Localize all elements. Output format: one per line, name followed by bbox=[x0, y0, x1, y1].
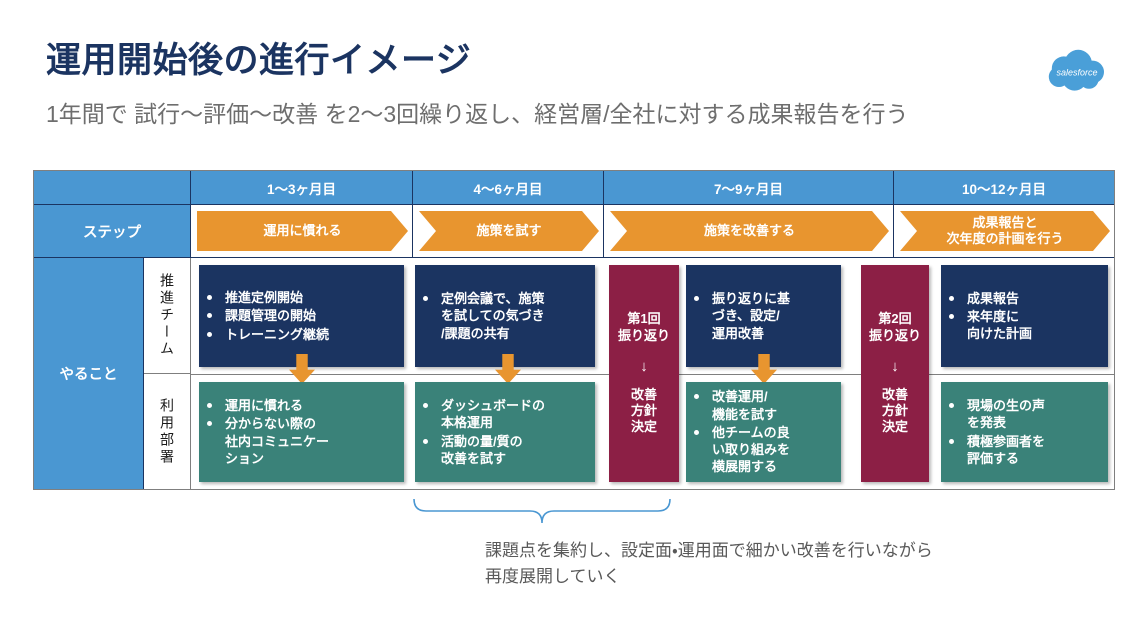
cards-grid: 推進定例開始 課題管理の開始 トレーニング継続 定例会議で、施策 を試しての気づ… bbox=[191, 258, 1114, 489]
list-item: 分からない際の 社内コミュニケー ション bbox=[206, 416, 330, 466]
step-cell-1: 運用に慣れる bbox=[191, 205, 413, 257]
list-item: 他チームの良 い取り組みを 横展開する bbox=[693, 424, 791, 475]
period-header-3: 7〜9ヶ月目 bbox=[604, 171, 894, 204]
down-arrow-icon: ↓ bbox=[891, 357, 899, 375]
team-card-1: 推進定例開始 課題管理の開始 トレーニング継続 bbox=[199, 265, 404, 367]
list-item: トレーニング継続 bbox=[206, 326, 330, 342]
side-label-dept: 利用部署 bbox=[144, 374, 190, 489]
dept-card-3-bullets: 改善運用/ 機能を試す 他チームの良 い取り組みを 横展開する bbox=[686, 387, 796, 476]
dept-card-2: ダッシュボードの 本格運用 活動の量/質の 改善を試す bbox=[415, 382, 595, 482]
step-row: ステップ 運用に慣れる 施策を試す 施策を改善する 成果報告と 次年度の計画を行… bbox=[34, 204, 1114, 258]
period-header-2: 4〜6ヶ月目 bbox=[413, 171, 604, 204]
list-item: 定例会議で、施策 を試しての気づき /課題の共有 bbox=[423, 291, 545, 341]
team-card-4: 成果報告 来年度に 向けた計画 bbox=[941, 265, 1108, 367]
tasks-row-label: やること bbox=[34, 258, 144, 489]
header-corner-blank bbox=[34, 171, 191, 204]
list-item: 来年度に 向けた計画 bbox=[948, 308, 1033, 342]
list-item: ダッシュボードの 本格運用 bbox=[422, 397, 546, 431]
down-arrow-icon: ↓ bbox=[640, 357, 648, 375]
review-1-result: 改善 方針 決定 bbox=[630, 386, 657, 435]
step-cell-4: 成果報告と 次年度の計画を行う bbox=[894, 205, 1114, 257]
dept-card-1: 運用に慣れる 分からない際の 社内コミュニケー ション bbox=[199, 382, 404, 482]
tasks-row: やること 推進チーム 利用部署 推進定例開始 課題管理の開始 トレーニング継続 … bbox=[34, 258, 1114, 489]
team-card-2: 定例会議で、施策 を試しての気づき /課題の共有 bbox=[415, 265, 595, 367]
step-chevron-1: 運用に慣れる bbox=[197, 211, 408, 251]
review-card-2: 第2回 振り返り ↓ 改善 方針 決定 bbox=[861, 265, 929, 482]
list-item: 振り返りに基 づき、設定/ 運用改善 bbox=[693, 291, 791, 341]
dept-card-3: 改善運用/ 機能を試す 他チームの良 い取り組みを 横展開する bbox=[686, 382, 841, 482]
step-cell-3: 施策を改善する bbox=[604, 205, 894, 257]
salesforce-cloud-logo: salesforce bbox=[1041, 48, 1113, 96]
period-header-1: 1〜3ヶ月目 bbox=[191, 171, 413, 204]
review-2-title: 第2回 振り返り bbox=[868, 311, 921, 343]
list-item: 運用に慣れる bbox=[206, 397, 329, 414]
dept-card-2-bullets: ダッシュボードの 本格運用 活動の量/質の 改善を試す bbox=[415, 396, 551, 468]
period-header-row: 1〜3ヶ月目 4〜6ヶ月目 7〜9ヶ月目 10〜12ヶ月目 bbox=[34, 171, 1114, 204]
page-subtitle: 1年間で 試行〜評価〜改善 を2〜3回繰り返し、経営層/全社に対する成果報告を行… bbox=[46, 101, 909, 127]
salesforce-wordmark: salesforce bbox=[1056, 68, 1097, 78]
review-2-result: 改善 方針 決定 bbox=[881, 386, 908, 435]
team-card-3-bullets: 振り返りに基 づき、設定/ 運用改善 bbox=[686, 289, 796, 343]
side-label-column: 推進チーム 利用部署 bbox=[144, 258, 191, 489]
review-1-title: 第1回 振り返り bbox=[617, 311, 670, 343]
side-label-team: 推進チーム bbox=[144, 258, 190, 374]
footer-caption: 課題点を集約し、設定面・運用面で細かい改善を行いながら 再度展開していく bbox=[485, 541, 933, 587]
dept-card-4: 現場の生の声 を発表 積極参画者を 評価する bbox=[941, 382, 1108, 482]
list-item: 課題管理の開始 bbox=[206, 307, 329, 324]
period-header-4: 10〜12ヶ月目 bbox=[894, 171, 1114, 204]
list-item: 現場の生の声 を発表 bbox=[948, 397, 1046, 431]
review-card-1: 第1回 振り返り ↓ 改善 方針 決定 bbox=[609, 265, 679, 482]
dept-card-4-bullets: 現場の生の声 を発表 積極参画者を 評価する bbox=[941, 396, 1051, 468]
roadmap-matrix: 1〜3ヶ月目 4〜6ヶ月目 7〜9ヶ月目 10〜12ヶ月目 ステップ 運用に慣れ… bbox=[33, 170, 1115, 490]
team-card-3: 振り返りに基 づき、設定/ 運用改善 bbox=[686, 265, 841, 367]
list-item: 改善運用/ 機能を試す bbox=[693, 388, 790, 423]
curly-brace-icon bbox=[412, 497, 672, 533]
step-chevron-2: 施策を試す bbox=[419, 211, 599, 251]
dept-card-1-bullets: 運用に慣れる 分からない際の 社内コミュニケー ション bbox=[199, 396, 335, 468]
step-row-label: ステップ bbox=[34, 205, 191, 257]
step-chevron-4: 成果報告と 次年度の計画を行う bbox=[900, 211, 1110, 251]
page-title: 運用開始後の進行イメージ bbox=[46, 41, 472, 80]
team-card-2-bullets: 定例会議で、施策 を試しての気づき /課題の共有 bbox=[415, 289, 551, 343]
step-cell-2: 施策を試す bbox=[413, 205, 604, 257]
list-item: 活動の量/質の 改善を試す bbox=[422, 433, 545, 468]
list-item: 推進定例開始 bbox=[206, 289, 329, 306]
team-card-4-bullets: 成果報告 来年度に 向けた計画 bbox=[941, 289, 1038, 344]
list-item: 成果報告 bbox=[948, 290, 1032, 307]
team-card-1-bullets: 推進定例開始 課題管理の開始 トレーニング継続 bbox=[199, 288, 335, 344]
step-chevron-3: 施策を改善する bbox=[610, 211, 889, 251]
list-item: 積極参画者を 評価する bbox=[948, 433, 1046, 466]
